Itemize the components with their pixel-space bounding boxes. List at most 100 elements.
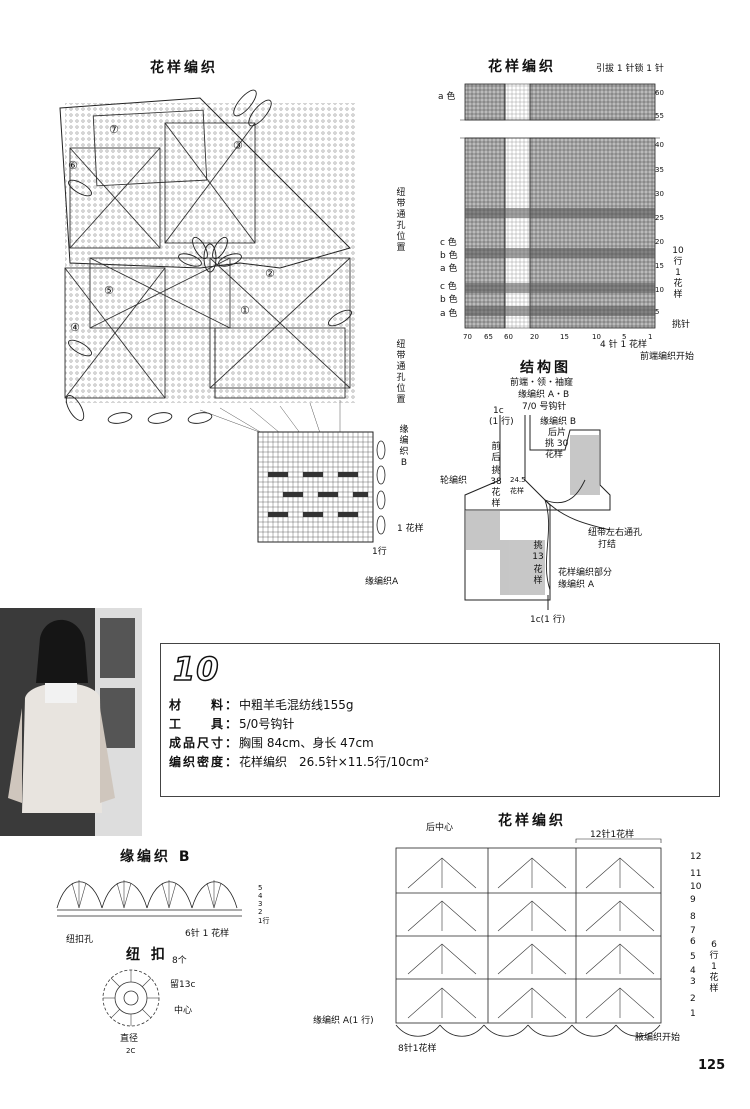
structure-pattern: 花样 bbox=[545, 450, 564, 460]
structure-pick30: 挑 30 bbox=[545, 439, 569, 449]
structure-mid-pattern: 花样 bbox=[510, 487, 524, 495]
bottom-row-2: 2 bbox=[690, 994, 696, 1004]
ribbon-hole-label-2: 纽带通孔位置 bbox=[396, 340, 406, 405]
col-num-5: 5 bbox=[622, 333, 627, 341]
bottom-row-6: 6 bbox=[690, 937, 696, 947]
bottom-row-9: 9 bbox=[690, 895, 696, 905]
back-center-label: 后中心 bbox=[426, 823, 454, 833]
bottom-col-70: 70 bbox=[463, 333, 472, 341]
bottom-row-4: 4 bbox=[690, 966, 696, 976]
color-label-c2: c 色 bbox=[440, 282, 457, 292]
one-row-label: 1行 bbox=[372, 547, 387, 557]
color-label-c1: c 色 bbox=[440, 238, 457, 248]
button-hole-label: 纽扣孔 bbox=[66, 935, 94, 945]
info-row-material: 材 料：中粗羊毛混纺线155g bbox=[169, 696, 354, 713]
button-size: 2C bbox=[126, 1047, 136, 1055]
structure-bottom: 1c(1 行) bbox=[530, 615, 566, 625]
row-num-15: 15 bbox=[655, 262, 664, 270]
structure-edge-a: 缘编织 A bbox=[558, 580, 595, 590]
ribbon-hole-label-1: 纽带通孔位置 bbox=[396, 188, 406, 253]
col-num-10: 10 bbox=[592, 333, 601, 341]
structure-back: 后片 bbox=[548, 428, 567, 438]
bottom-pattern-chart bbox=[395, 838, 662, 1037]
motif-pattern-diagram bbox=[59, 89, 355, 434]
row-num-35: 35 bbox=[655, 166, 664, 174]
four-stitch-repeat: 4 针 1 花样 bbox=[600, 340, 648, 350]
info-value-size: 胸围 84cm、身长 47cm bbox=[239, 736, 374, 750]
color-label-b2: b 色 bbox=[440, 295, 458, 305]
structure-title: 结构图 bbox=[520, 360, 571, 376]
structure-pattern-v2: 花样 bbox=[533, 565, 543, 586]
row-num-40: 40 bbox=[655, 141, 664, 149]
pattern-title-top-right: 花样编织 bbox=[488, 59, 556, 75]
structure-mid-dims: 24.5 bbox=[510, 476, 526, 484]
one-repeat-label: 1 花样 bbox=[397, 524, 424, 534]
col-num-1: 1 bbox=[648, 333, 653, 341]
motif-number-1: ① bbox=[240, 304, 250, 317]
button-eight: 8个 bbox=[172, 956, 187, 966]
row-num-10: 10 bbox=[655, 286, 664, 294]
info-value-gauge: 花样编织 26.5针×11.5行/10cm² bbox=[239, 755, 429, 769]
bottom-col-65: 65 bbox=[484, 333, 493, 341]
slip-stitch-header: 引拔 1 针锁 1 针 bbox=[596, 64, 664, 74]
structure-front: 前后 bbox=[491, 442, 501, 463]
button-diameter: 直径 bbox=[120, 1034, 139, 1044]
structure-part-label: 花样编织部分 bbox=[558, 568, 613, 578]
info-row-size: 成品尺寸：胸围 84cm、身长 47cm bbox=[169, 734, 374, 751]
repeat-12-label: 12针1花样 bbox=[590, 830, 635, 840]
edge-b-chart bbox=[56, 880, 242, 917]
structure-line3: 7/0 号钩针 bbox=[522, 402, 567, 412]
ten-rows-repeat: 10 行 1 花样 bbox=[672, 246, 684, 300]
row-num-30: 30 bbox=[655, 190, 664, 198]
button-title: 纽 扣 bbox=[126, 947, 168, 963]
col-num-15: 15 bbox=[560, 333, 569, 341]
structure-tie: 打结 bbox=[598, 540, 617, 550]
motif-number-4: ④ bbox=[70, 321, 80, 334]
structure-pick38: 挑38 bbox=[490, 466, 502, 487]
structure-edge-b: 缘编织 B bbox=[540, 417, 577, 427]
six-rows-repeat: 6行1花样 bbox=[709, 940, 719, 994]
row-num-60: 60 bbox=[655, 89, 664, 97]
stitch-grid-left bbox=[257, 431, 374, 543]
info-label-gauge: 编织密度： bbox=[169, 755, 240, 769]
edge-b-row-1: 1行 bbox=[258, 917, 270, 925]
edge-b-label: 缘编织B bbox=[399, 425, 409, 468]
structure-pattern-v: 花样 bbox=[491, 488, 501, 509]
model-photo bbox=[0, 608, 142, 836]
structure-diagram bbox=[464, 415, 611, 610]
bottom-row-10: 10 bbox=[690, 882, 702, 892]
structure-line1: 前端・领・袖窿 bbox=[510, 378, 574, 388]
edge-b-row-2: 2 bbox=[258, 908, 263, 916]
color-label-a1: a 色 bbox=[440, 264, 458, 274]
info-row-tools: 工 具：5/0号钩针 bbox=[169, 715, 294, 732]
bottom-row-1: 1 bbox=[690, 1009, 696, 1019]
edge-a-row-label: 缘编织 A(1 行) bbox=[313, 1016, 374, 1026]
info-label-size: 成品尺寸： bbox=[169, 736, 240, 750]
color-label-a2: a 色 bbox=[440, 309, 458, 319]
structure-1c: 1c bbox=[493, 406, 504, 416]
button-chart bbox=[102, 969, 160, 1027]
structure-pick13: 挑13 bbox=[532, 541, 544, 562]
project-number: 10 bbox=[172, 649, 220, 689]
structure-row1: (1 行) bbox=[489, 417, 514, 427]
bottom-row-11: 11 bbox=[690, 869, 702, 879]
motif-number-5: ⑤ bbox=[104, 284, 114, 297]
info-value-tools: 5/0号钩针 bbox=[239, 717, 295, 731]
row-num-5: 5 bbox=[655, 308, 660, 316]
button-center: 中心 bbox=[174, 1006, 193, 1016]
color-label-b1: b 色 bbox=[440, 251, 458, 261]
edge-a-label: 缘编织A bbox=[365, 577, 399, 587]
bottom-row-3: 3 bbox=[690, 977, 696, 987]
info-label-material: 材 料： bbox=[169, 698, 240, 712]
bottom-row-5: 5 bbox=[690, 952, 696, 962]
bottom-row-8: 8 bbox=[690, 912, 696, 922]
motif-number-6: ⑥ bbox=[68, 159, 78, 172]
page-number: 125 bbox=[698, 1058, 726, 1073]
edge-b-title: 缘编织 B bbox=[120, 849, 193, 865]
motif-number-3: ③ bbox=[233, 139, 243, 152]
structure-line2: 缘编织 A・B bbox=[518, 390, 570, 400]
start-label: 腋编织开始 bbox=[635, 1033, 681, 1043]
repeat-8-label: 8针1花样 bbox=[398, 1044, 437, 1054]
info-value-material: 中粗羊毛混纺线155g bbox=[239, 698, 354, 712]
motif-number-7: ⑦ bbox=[109, 123, 119, 136]
